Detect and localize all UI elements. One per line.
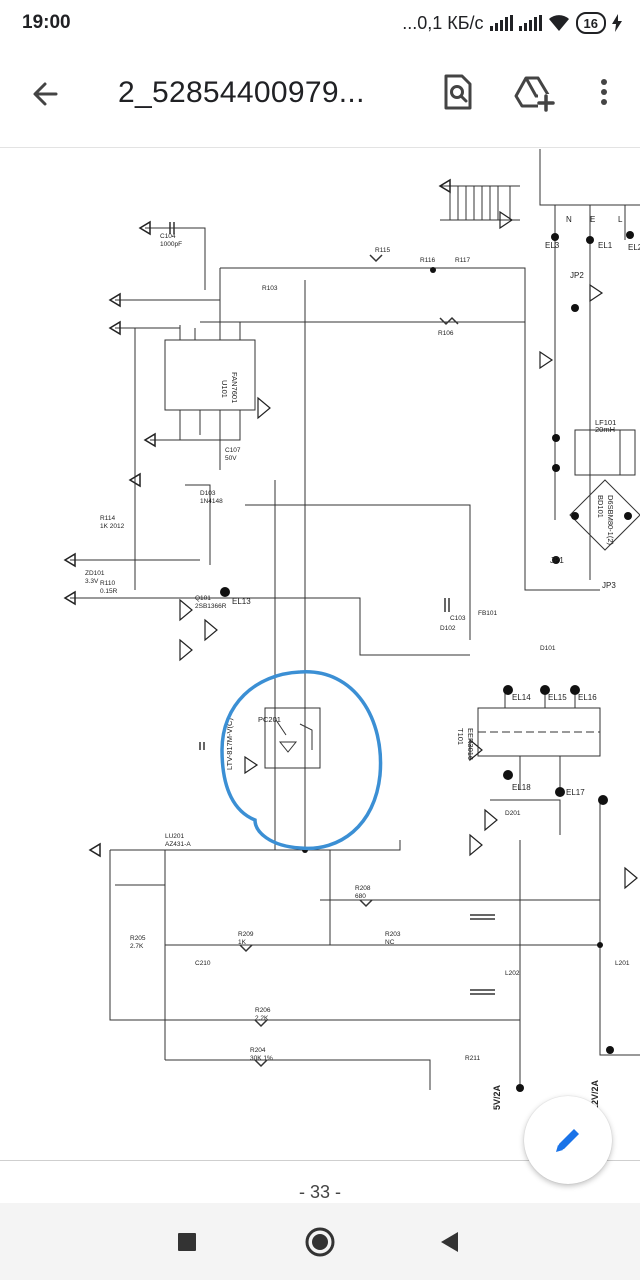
svg-text:N: N	[566, 215, 572, 224]
label-r206: R206	[255, 1007, 271, 1014]
label-r208: R208	[355, 885, 371, 892]
label-r205: R205	[130, 935, 146, 942]
add-to-drive-icon[interactable]	[512, 70, 556, 114]
edit-pencil-icon	[556, 1129, 579, 1152]
label-r114: R114	[100, 515, 115, 522]
label-r203-value: NC	[385, 939, 395, 946]
battery-icon: 16	[575, 12, 606, 34]
label-el17: EL17	[566, 788, 585, 797]
label-el13: EL13	[232, 597, 251, 606]
label-c103: C103	[450, 615, 466, 622]
label-el16: EL16	[578, 693, 597, 702]
schematic-drawing: C104 1000pF R117 R116 R115 R103 R106 ZD1…	[63, 149, 640, 1110]
battery-level: 16	[583, 15, 598, 31]
label-bd101: BD101	[596, 495, 605, 518]
svg-text:E: E	[590, 215, 595, 224]
status-indicators: ...0,1 КБ/с 16	[402, 12, 622, 34]
label-el3: EL3	[545, 241, 560, 250]
label-l201: L201	[615, 960, 630, 967]
label-output-5v: 5V/2A	[492, 1084, 502, 1110]
signal-icon	[489, 15, 513, 31]
label-pc201-part: LTV-817M-V(C)	[225, 718, 234, 770]
document-title: 2_52854400979...	[118, 76, 365, 109]
label-c107: C107	[225, 447, 241, 454]
label-u101: U101	[220, 380, 229, 398]
arrow-back-icon[interactable]	[24, 72, 68, 116]
label-q101-value: 2SB1366R	[195, 603, 227, 610]
label-r206-value: 2.2K	[255, 1015, 269, 1022]
document-search-icon[interactable]	[436, 70, 480, 114]
network-speed: ...0,1 КБ/с	[402, 12, 484, 33]
label-q101: Q101	[195, 595, 211, 602]
label-r116: R116	[420, 257, 435, 264]
label-bd101-part: D6SBM80-1(2)	[606, 495, 615, 546]
system-nav-bar	[0, 1203, 640, 1280]
label-d201: D201	[505, 810, 521, 817]
back-triangle-icon[interactable]	[432, 1225, 466, 1259]
edit-fab-button[interactable]	[524, 1096, 612, 1184]
page-separator	[0, 1160, 640, 1161]
label-el18: EL18	[512, 783, 531, 792]
label-t101: T101	[456, 728, 465, 745]
home-circle-icon[interactable]	[303, 1225, 337, 1259]
label-r209-value: 1K	[238, 939, 247, 946]
label-fb101: FB101	[478, 610, 498, 617]
more-vert-icon[interactable]	[582, 70, 626, 114]
label-t101-part: EER3016	[466, 728, 475, 760]
status-time: 19:00	[22, 12, 71, 33]
label-r208-value: 680	[355, 893, 366, 900]
label-jp3: JP3	[602, 581, 616, 590]
label-r203: R203	[385, 931, 401, 938]
label-lf101-value: 20mH	[595, 425, 615, 434]
label-c210: C210	[195, 960, 211, 967]
label-d103: D103	[200, 490, 216, 497]
label-r209: R209	[238, 931, 254, 938]
signal-icon-2	[518, 15, 542, 31]
label-d102: D102	[440, 625, 456, 632]
label-c104: C104	[160, 233, 176, 240]
label-lf101: LF101	[595, 418, 616, 427]
label-r205-value: 2.7K	[130, 943, 144, 950]
charging-icon	[612, 14, 622, 32]
svg-text:L: L	[618, 215, 623, 224]
wifi-icon	[548, 15, 569, 31]
app-bar: 2_52854400979...	[0, 46, 640, 148]
label-zd101: ZD101	[85, 570, 105, 577]
recents-square-icon[interactable]	[170, 1225, 204, 1259]
label-lu201: LU201	[165, 833, 185, 840]
label-r110: R110	[100, 580, 115, 587]
label-r204: R204	[250, 1047, 266, 1054]
label-pc201: PC201	[258, 715, 281, 724]
status-bar: 19:00 ...0,1 КБ/с 16	[0, 0, 640, 46]
label-l202: L202	[505, 970, 520, 977]
page-number: - 33 -	[298, 1182, 341, 1202]
label-el2: EL2	[628, 243, 640, 252]
label-c107-value: 50V	[225, 455, 237, 462]
label-jp2: JP2	[570, 271, 584, 280]
label-output-12v: 12V/2A	[590, 1079, 600, 1110]
label-c104-value: 1000pF	[160, 241, 182, 248]
label-d103-value: 1N4148	[200, 498, 223, 505]
label-el1: EL1	[598, 241, 613, 250]
label-d101: D101	[540, 645, 556, 652]
label-r103: R103	[262, 285, 278, 292]
label-r204-value: 30K 1%	[250, 1055, 273, 1062]
label-r117: R117	[455, 257, 470, 264]
pdf-page-canvas[interactable]: C104 1000pF R117 R116 R115 R103 R106 ZD1…	[0, 149, 640, 1159]
label-r211: R211	[465, 1055, 480, 1062]
label-el14: EL14	[512, 693, 531, 702]
label-r106: R106	[438, 330, 454, 337]
label-lu201-value: AZ431-A	[165, 841, 191, 848]
label-u101-part: FAN7601	[230, 372, 239, 403]
label-zd101-value: 3.3V	[85, 578, 99, 585]
label-r114-value: 1K 2012	[100, 523, 125, 530]
label-r115: R115	[375, 247, 390, 254]
label-el15: EL15	[548, 693, 567, 702]
highlight-circle-annotation	[220, 670, 383, 851]
label-r110-value: 0.15R	[100, 588, 118, 595]
label-jp1: JP1	[550, 556, 564, 565]
